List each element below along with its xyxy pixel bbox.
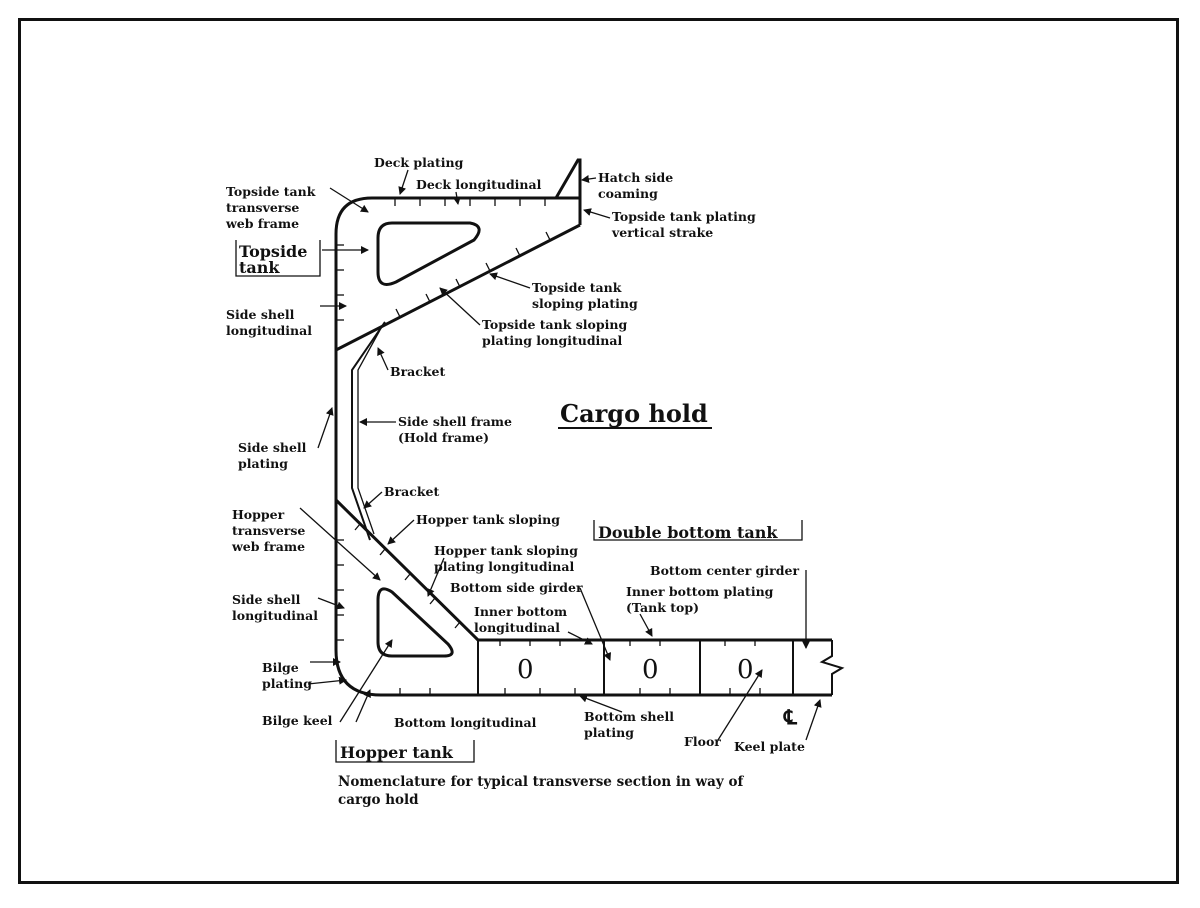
label-hopper-web-frame-3: web frame <box>231 539 305 554</box>
label-side-shell-long-bottom-1: Side shell <box>232 592 301 607</box>
caption-line-1: Nomenclature for typical transverse sect… <box>338 774 744 790</box>
label-bottom-side-girder: Bottom side girder <box>450 580 583 595</box>
topside-tank-label-2: tank <box>239 258 280 277</box>
longitudinal-ticks <box>336 198 761 695</box>
label-bottom-shell-plating-1: Bottom shell <box>584 709 674 724</box>
label-inner-bottom-long-1: Inner bottom <box>474 604 567 619</box>
label-topside-sloping-plating-1: Topside tank <box>532 280 622 295</box>
label-topside-plating-vertical-2: vertical strake <box>611 225 713 240</box>
label-side-shell-long-top-1: Side shell <box>226 307 295 322</box>
label-topside-sloping-long-2: plating longitudinal <box>482 333 622 348</box>
label-deck-plating: Deck plating <box>374 155 464 170</box>
hull-outline <box>334 196 832 697</box>
hopper-web-opening <box>376 587 454 658</box>
side-shell-frame-inner <box>357 329 381 535</box>
centerline-symbol: ℄ <box>783 705 798 729</box>
label-hopper-sloping: Hopper tank sloping <box>416 512 560 527</box>
figure-border <box>18 18 1179 884</box>
label-side-shell-frame-1: Side shell frame <box>398 414 512 429</box>
hopper-tank-box <box>335 740 475 763</box>
lightening-hole-1: 0 <box>517 655 534 685</box>
hatch-side-coaming <box>554 158 582 199</box>
label-hopper-sloping-long-2: plating longitudinal <box>434 559 574 574</box>
label-bracket-top: Bracket <box>390 364 445 379</box>
hopper-tank-label: Hopper tank <box>340 743 454 762</box>
label-topside-web-frame-1: Topside tank <box>226 184 316 199</box>
lightening-hole-3: 0 <box>737 655 754 685</box>
topside-web-opening <box>376 221 481 286</box>
cargo-hold-title: Cargo hold <box>560 399 708 428</box>
double-bottom-tank-label: Double bottom tank <box>598 523 778 542</box>
label-side-shell-frame-2: (Hold frame) <box>398 430 489 445</box>
label-bilge-plating-2: plating <box>262 676 312 691</box>
label-bottom-shell-plating-2: plating <box>584 725 634 740</box>
label-topside-sloping-long-1: Topside tank sloping <box>482 317 627 332</box>
label-side-shell-long-bottom-2: longitudinal <box>232 608 318 623</box>
label-bottom-center-girder: Bottom center girder <box>650 563 799 578</box>
label-hatch-side-coaming-2: coaming <box>598 186 658 201</box>
label-side-shell-long-top-2: longitudinal <box>226 323 312 338</box>
side-shell-frame <box>351 321 386 541</box>
label-topside-web-frame-2: transverse <box>226 200 299 215</box>
label-bottom-longitudinal: Bottom longitudinal <box>394 715 537 730</box>
label-hopper-web-frame-1: Hopper <box>232 507 285 522</box>
topside-tank-box <box>235 240 321 277</box>
label-topside-web-frame-3: web frame <box>225 216 299 231</box>
double-bottom-tank-box <box>593 520 803 541</box>
label-floor: Floor <box>684 734 721 749</box>
label-bracket-bottom: Bracket <box>384 484 439 499</box>
caption-line-2: cargo hold <box>338 792 419 808</box>
label-deck-longitudinal: Deck longitudinal <box>416 177 542 192</box>
label-inner-bottom-plating-1: Inner bottom plating <box>626 584 774 599</box>
hopper-sloping-plating <box>334 498 480 642</box>
label-side-shell-plating-1: Side shell <box>238 440 307 455</box>
label-hopper-web-frame-2: transverse <box>232 523 305 538</box>
label-topside-plating-vertical-1: Topside tank plating <box>612 209 756 224</box>
topside-sloping-plating <box>335 223 581 352</box>
label-bilge-plating-1: Bilge <box>262 660 299 675</box>
label-hopper-sloping-long-1: Hopper tank sloping <box>434 543 578 558</box>
label-side-shell-plating-2: plating <box>238 456 288 471</box>
label-bilge-keel: Bilge keel <box>262 713 333 728</box>
label-hatch-side-coaming-1: Hatch side <box>598 170 673 185</box>
label-inner-bottom-long-2: longitudinal <box>474 620 560 635</box>
lightening-hole-2: 0 <box>642 655 659 685</box>
label-inner-bottom-plating-2: (Tank top) <box>626 600 699 615</box>
topside-tank-label-1: Topside <box>239 242 307 261</box>
label-keel-plate: Keel plate <box>734 739 805 754</box>
break-line <box>819 640 845 695</box>
leader-lines <box>299 169 822 741</box>
label-topside-sloping-plating-2: sloping plating <box>532 296 638 311</box>
